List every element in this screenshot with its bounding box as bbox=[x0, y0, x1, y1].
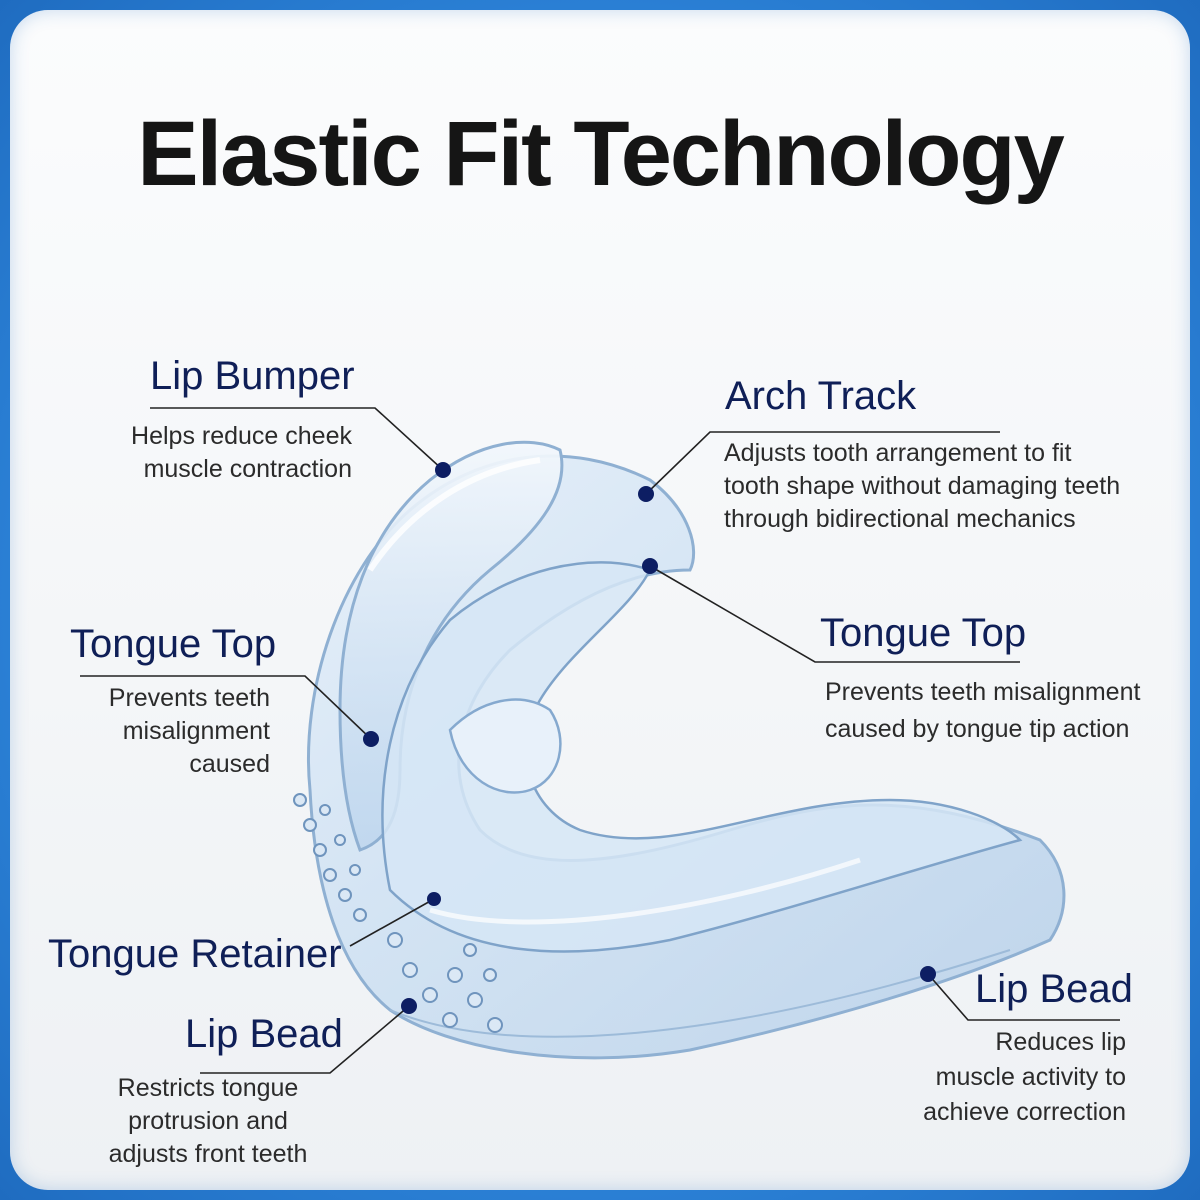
lip-bumper-description: Helps reduce cheek muscle contraction bbox=[131, 422, 352, 483]
marker-lip-bead-left bbox=[401, 998, 417, 1014]
marker-tongue-top-right bbox=[642, 558, 658, 574]
mouthguard-illustration bbox=[293, 440, 1066, 1060]
lip-bumper-label: Lip Bumper bbox=[150, 354, 355, 398]
mouthguard-diagram bbox=[80, 407, 1120, 1074]
lip-bead-right-label: Lip Bead bbox=[975, 967, 1133, 1011]
lip-bead-left-label: Lip Bead bbox=[185, 1012, 343, 1056]
arch-track-label: Arch Track bbox=[725, 374, 917, 418]
marker-lip-bead-right bbox=[920, 966, 936, 982]
page-title: Elastic Fit Technology bbox=[137, 103, 1065, 205]
tongue-top-right-description: Prevents teeth misalignment caused by to… bbox=[825, 678, 1141, 743]
marker-arch-track bbox=[638, 486, 654, 502]
marker-tongue-top-left bbox=[363, 731, 379, 747]
lip-bead-left-description: Restricts tongue protrusion and adjusts … bbox=[108, 1074, 308, 1168]
tongue-top-left-description: Prevents teeth misalignment caused bbox=[108, 684, 270, 778]
lip-bead-right-description: Reduces lip muscle activity to achieve c… bbox=[923, 1028, 1126, 1126]
diagram-panel: Elastic Fit Technology bbox=[10, 10, 1190, 1190]
arch-track-description: Adjusts tooth arrangement to fit tooth s… bbox=[724, 439, 1121, 533]
leader-lines bbox=[80, 407, 1120, 1074]
tongue-retainer-label: Tongue Retainer bbox=[48, 932, 342, 976]
marker-lip-bumper bbox=[435, 462, 451, 478]
tongue-top-left-label: Tongue Top bbox=[70, 622, 277, 666]
tongue-top-right-label: Tongue Top bbox=[820, 611, 1027, 655]
marker-tongue-retainer bbox=[427, 892, 441, 906]
